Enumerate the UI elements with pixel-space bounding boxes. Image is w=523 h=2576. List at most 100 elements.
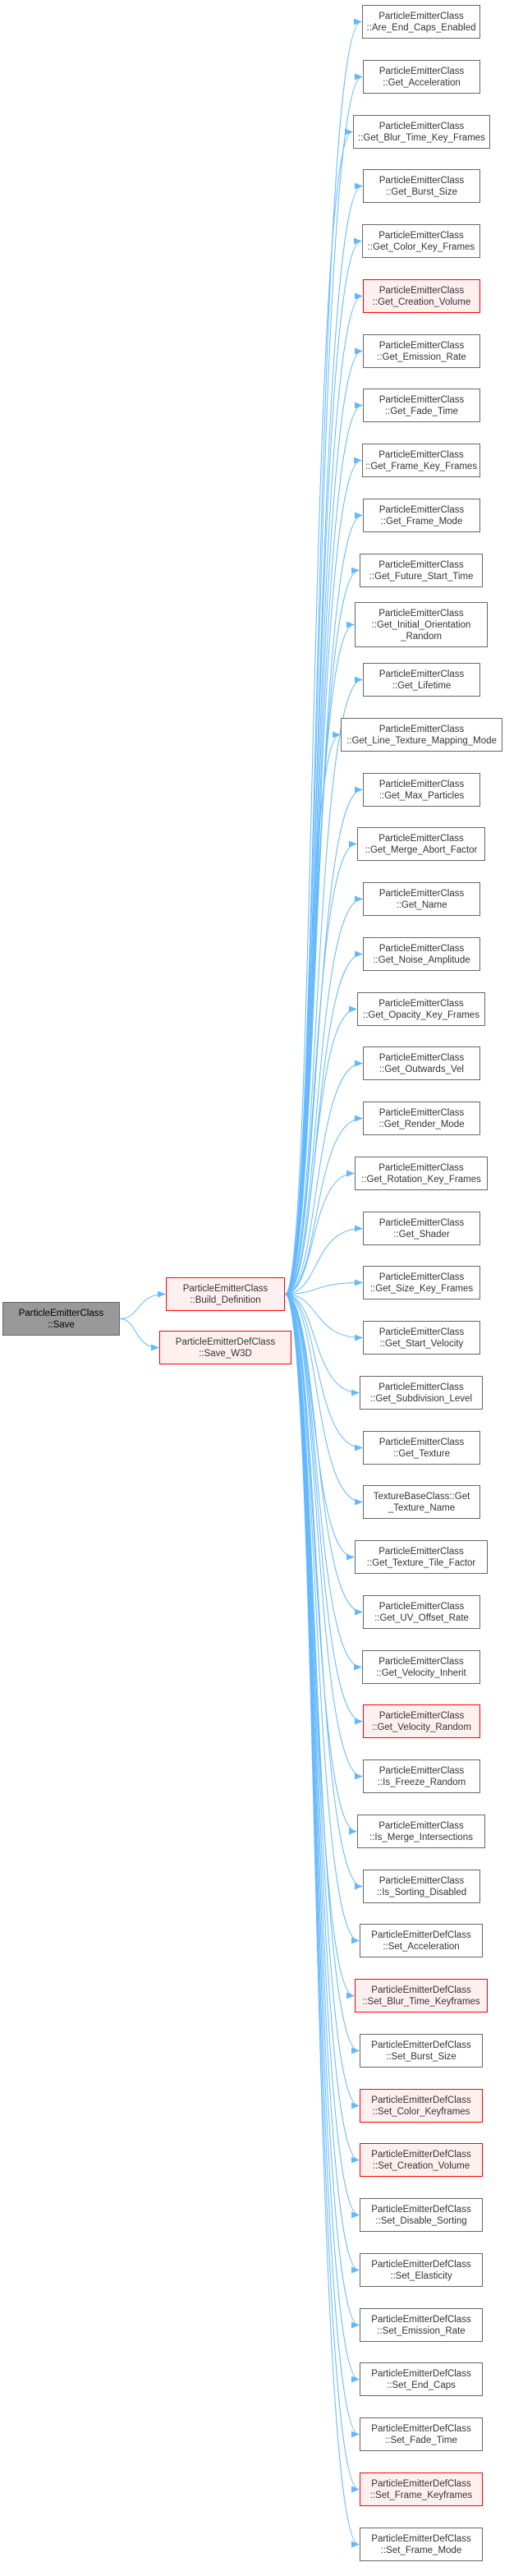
edge-build-to-t31 <box>284 1294 363 1725</box>
graph-node-label: ParticleEmitterClass <box>18 1308 104 1318</box>
graph-node-t10[interactable]: ParticleEmitterClass::Get_Future_Start_T… <box>360 554 483 587</box>
graph-node-t41[interactable]: ParticleEmitterDefClass::Set_Elasticity <box>360 2253 483 2287</box>
graph-node-t46[interactable]: ParticleEmitterDefClass::Set_Frame_Mode <box>360 2528 483 2561</box>
graph-node-t20[interactable]: ParticleEmitterClass::Get_Render_Mode <box>363 1102 480 1135</box>
graph-node-t28[interactable]: ParticleEmitterClass::Get_Texture_Tile_F… <box>355 1540 488 1574</box>
graph-node-t23[interactable]: ParticleEmitterClass::Get_Size_Key_Frame… <box>363 1266 480 1300</box>
graph-node-label: ParticleEmitterClass <box>378 230 464 241</box>
graph-node-t1[interactable]: ParticleEmitterClass::Get_Acceleration <box>363 60 480 94</box>
graph-node-t0[interactable]: ParticleEmitterClass::Are_End_Caps_Enabl… <box>362 5 480 39</box>
edge-build-to-t23 <box>284 1279 363 1295</box>
edge-build-to-t27 <box>284 1294 363 1506</box>
graph-node-label: ::Get_Subdivision_Level <box>369 1393 473 1404</box>
edge-build-to-t10 <box>284 567 360 1295</box>
graph-node-savew3d[interactable]: ParticleEmitterDefClass::Save_W3D <box>159 1331 291 1364</box>
graph-node-label: ParticleEmitterClass <box>378 1820 464 1831</box>
graph-node-label: ParticleEmitterDefClass <box>371 2149 471 2160</box>
graph-node-t36[interactable]: ParticleEmitterDefClass::Set_Blur_Time_K… <box>355 1979 488 2012</box>
graph-node-t18[interactable]: ParticleEmitterClass::Get_Opacity_Key_Fr… <box>357 992 485 1026</box>
graph-node-t2[interactable]: ParticleEmitterClass::Get_Blur_Time_Key_… <box>353 115 490 149</box>
graph-node-t22[interactable]: ParticleEmitterClass::Get_Shader <box>363 1212 480 1245</box>
edge-build-to-t35 <box>284 1294 360 1944</box>
graph-node-t9[interactable]: ParticleEmitterClass::Get_Frame_Mode <box>363 499 480 532</box>
graph-node-label: ParticleEmitterClass <box>378 394 465 405</box>
graph-node-t31[interactable]: ParticleEmitterClass::Get_Velocity_Rando… <box>363 1704 480 1738</box>
graph-node-t30[interactable]: ParticleEmitterClass::Get_Velocity_Inher… <box>362 1650 480 1684</box>
graph-node-label: ParticleEmitterClass <box>378 285 465 296</box>
graph-node-label: ParticleEmitterClass <box>378 449 464 460</box>
graph-node-label: ::Get_Lifetime <box>392 680 452 691</box>
graph-node-t19[interactable]: ParticleEmitterClass::Get_Outwards_Vel <box>363 1046 480 1080</box>
graph-node-t25[interactable]: ParticleEmitterClass::Get_Subdivision_Le… <box>360 1376 483 1410</box>
graph-node-t26[interactable]: ParticleEmitterClass::Get_Texture <box>363 1431 480 1465</box>
graph-node-label: ::Get_UV_Offset_Rate <box>374 1612 469 1623</box>
graph-node-t42[interactable]: ParticleEmitterDefClass::Set_Emission_Ra… <box>360 2308 483 2342</box>
graph-node-t33[interactable]: ParticleEmitterClass::Is_Merge_Intersect… <box>357 1815 485 1848</box>
graph-node-t32[interactable]: ParticleEmitterClass::Is_Freeze_Random <box>363 1760 480 1793</box>
graph-node-label: ::Build_Definition <box>190 1295 261 1305</box>
graph-node-t8[interactable]: ParticleEmitterClass::Get_Frame_Key_Fram… <box>362 444 480 477</box>
edge-build-to-t40 <box>284 1294 360 2219</box>
graph-node-label: ::Set_Elasticity <box>390 2270 452 2281</box>
graph-node-label: ParticleEmitterDefClass <box>175 1336 276 1347</box>
graph-node-t39[interactable]: ParticleEmitterDefClass::Set_Creation_Vo… <box>360 2143 483 2177</box>
graph-node-t37[interactable]: ParticleEmitterDefClass::Set_Burst_Size <box>360 2034 483 2068</box>
graph-node-label: ParticleEmitterClass <box>378 1437 465 1447</box>
edge-build-to-t32 <box>284 1294 363 1780</box>
graph-node-label: ::Set_End_Caps <box>387 2380 456 2390</box>
graph-node-label: ::Get_Texture <box>392 1448 451 1459</box>
graph-node-t16[interactable]: ParticleEmitterClass::Get_Name <box>363 882 480 916</box>
graph-node-t24[interactable]: ParticleEmitterClass::Get_Start_Velocity <box>363 1321 480 1355</box>
edge-build-to-t6 <box>284 347 363 1295</box>
graph-node-t4[interactable]: ParticleEmitterClass::Get_Color_Key_Fram… <box>362 224 480 258</box>
graph-node-root[interactable]: ParticleEmitterClass::Save <box>2 1302 120 1336</box>
edge-build-to-t9 <box>284 512 363 1295</box>
graph-node-t12[interactable]: ParticleEmitterClass::Get_Lifetime <box>363 663 480 697</box>
graph-node-label: ParticleEmitterDefClass <box>371 2478 471 2489</box>
graph-node-label: ParticleEmitterDefClass <box>371 2095 471 2105</box>
graph-node-t38[interactable]: ParticleEmitterDefClass::Set_Color_Keyfr… <box>360 2089 483 2123</box>
graph-node-t27[interactable]: TextureBaseClass::Get_Texture_Name <box>363 1485 480 1519</box>
graph-node-label: ParticleEmitterDefClass <box>371 2533 471 2544</box>
graph-node-t34[interactable]: ParticleEmitterClass::Is_Sorting_Disable… <box>363 1870 480 1903</box>
edge-build-to-t26 <box>284 1294 363 1451</box>
graph-node-t29[interactable]: ParticleEmitterClass::Get_UV_Offset_Rate <box>363 1595 480 1629</box>
edge-build-to-t16 <box>284 895 363 1295</box>
edge-build-to-t22 <box>284 1225 363 1295</box>
graph-node-t6[interactable]: ParticleEmitterClass::Get_Emission_Rate <box>363 334 480 368</box>
graph-node-t14[interactable]: ParticleEmitterClass::Get_Max_Particles <box>363 773 480 807</box>
graph-node-t5[interactable]: ParticleEmitterClass::Get_Creation_Volum… <box>363 279 480 313</box>
graph-node-label: ::Get_Frame_Key_Frames <box>365 461 478 472</box>
graph-node-t3[interactable]: ParticleEmitterClass::Get_Burst_Size <box>363 169 480 203</box>
edge-build-to-t18 <box>284 1005 357 1295</box>
graph-node-t40[interactable]: ParticleEmitterDefClass::Set_Disable_Sor… <box>360 2198 483 2232</box>
graph-node-t44[interactable]: ParticleEmitterDefClass::Set_Fade_Time <box>360 2417 483 2451</box>
graph-node-label: ParticleEmitterClass <box>378 559 464 570</box>
edge-build-to-t19 <box>284 1060 363 1295</box>
graph-node-t35[interactable]: ParticleEmitterDefClass::Set_Acceleratio… <box>360 1924 483 1957</box>
graph-node-label: ParticleEmitterClass <box>378 121 465 131</box>
graph-node-label: ParticleEmitterClass <box>378 11 464 21</box>
graph-node-t17[interactable]: ParticleEmitterClass::Get_Noise_Amplitud… <box>363 937 480 971</box>
edge-build-to-t25 <box>284 1294 360 1396</box>
edge-root-to-build <box>119 1290 166 1319</box>
graph-node-t15[interactable]: ParticleEmitterClass::Get_Merge_Abort_Fa… <box>357 827 485 861</box>
graph-node-t45[interactable]: ParticleEmitterDefClass::Set_Frame_Keyfr… <box>360 2472 483 2506</box>
graph-node-label: ParticleEmitterClass <box>378 608 464 619</box>
edge-build-to-t11 <box>284 621 355 1295</box>
graph-node-label: ::Get_Start_Velocity <box>379 1338 464 1349</box>
graph-node-t43[interactable]: ParticleEmitterDefClass::Set_End_Caps <box>360 2362 483 2396</box>
graph-node-t11[interactable]: ParticleEmitterClass::Get_Initial_Orient… <box>355 602 488 647</box>
graph-node-build[interactable]: ParticleEmitterClass::Build_Definition <box>166 1277 285 1311</box>
graph-node-label: ::Set_Frame_Keyframes <box>369 2490 473 2500</box>
graph-node-label: ::Get_Name <box>396 899 447 910</box>
graph-node-label: ::Get_Velocity_Random <box>372 1722 471 1732</box>
graph-node-label: ParticleEmitterDefClass <box>371 1985 471 1995</box>
graph-node-t21[interactable]: ParticleEmitterClass::Get_Rotation_Key_F… <box>355 1157 488 1190</box>
graph-node-label: ::Get_Merge_Abort_Factor <box>365 844 478 855</box>
graph-node-label: ParticleEmitterDefClass <box>371 2314 471 2325</box>
graph-node-t7[interactable]: ParticleEmitterClass::Get_Fade_Time <box>363 389 480 422</box>
graph-node-label: _Random <box>401 631 442 642</box>
graph-node-label: ParticleEmitterClass <box>378 340 465 351</box>
graph-node-t13[interactable]: ParticleEmitterClass::Get_Line_Texture_M… <box>341 718 502 752</box>
